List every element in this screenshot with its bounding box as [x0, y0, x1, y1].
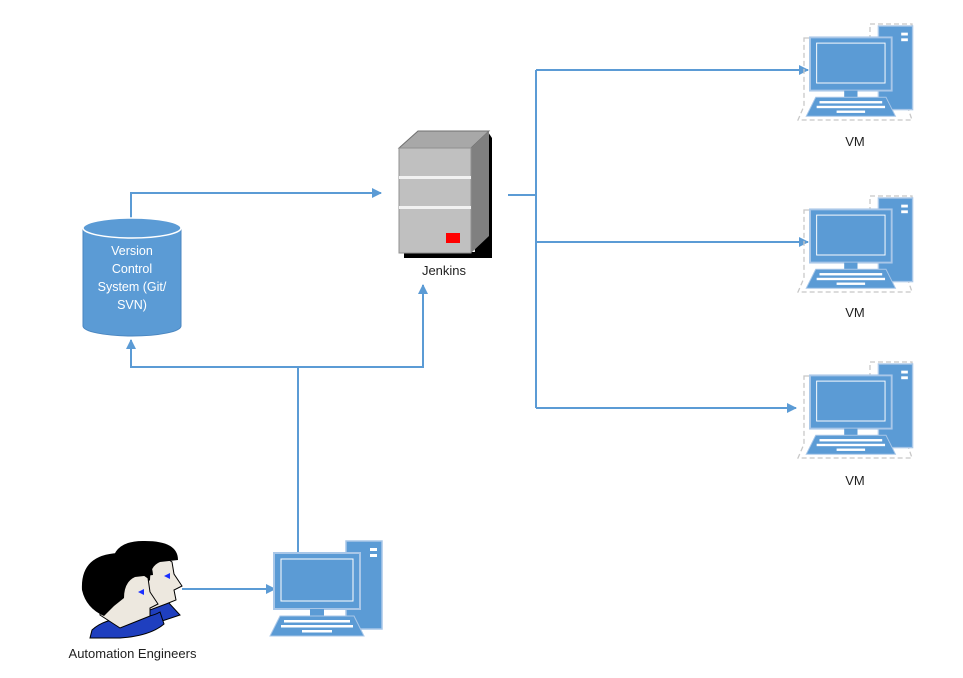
people-icon	[81, 540, 183, 639]
vm-1-label: VM	[845, 134, 865, 149]
connector-vcs-to-jenkins	[130, 188, 382, 218]
vm-2-computer-icon[interactable]	[797, 195, 914, 293]
vcs-label-line: SVN)	[117, 298, 147, 312]
vm-1-computer-icon[interactable]	[797, 23, 914, 121]
connector-pc-to-vcs	[126, 339, 298, 368]
vm-3-label: VM	[845, 473, 865, 488]
engineers-label: Automation Engineers	[68, 646, 197, 661]
vm-2-label: VM	[845, 305, 865, 320]
vcs-label-line: System (Git/	[97, 280, 167, 294]
jenkins-label: Jenkins	[421, 263, 467, 278]
vcs-label: Version Control System (Git/ SVN)	[86, 242, 178, 314]
connector-pc-to-jenkins	[298, 284, 428, 368]
server-icon[interactable]	[397, 130, 492, 258]
vcs-label-line: Control	[111, 262, 153, 276]
vm-3-computer-icon[interactable]	[797, 361, 914, 459]
database-cylinder-icon[interactable]	[82, 217, 182, 337]
connectors	[126, 65, 809, 594]
indicator-light	[446, 233, 460, 243]
vcs-label-line: Version	[111, 244, 153, 258]
engineer-computer-icon[interactable]	[269, 540, 383, 637]
